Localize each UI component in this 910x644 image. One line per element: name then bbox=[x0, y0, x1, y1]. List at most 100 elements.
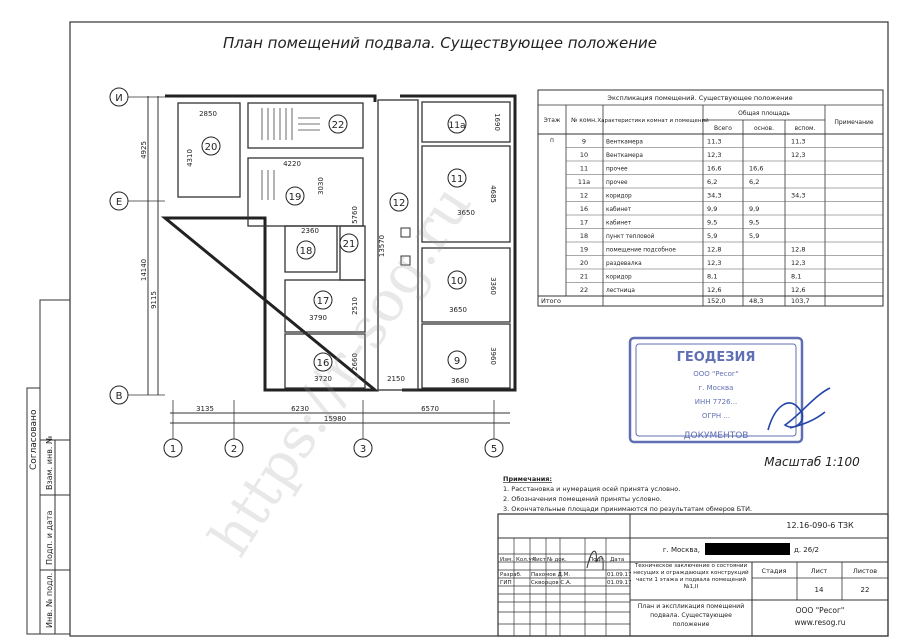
description: Техническое заключение о состоянии несущ… bbox=[633, 563, 749, 590]
company-website: www.resog.ru bbox=[794, 618, 845, 627]
side-label-sign: Подп. и дата bbox=[45, 510, 54, 565]
explication-cell-total: 9,9 bbox=[707, 205, 717, 213]
explication-cell-name: раздевалка bbox=[606, 261, 642, 267]
svg-text:3650: 3650 bbox=[449, 306, 467, 314]
drawing-name: План и экспликация помещений подвала. Су… bbox=[637, 603, 745, 628]
svg-text:3. Окончательные площади прини: 3. Окончательные площади принимаются по … bbox=[503, 505, 752, 513]
axis-Е: Е bbox=[109, 191, 129, 211]
svg-text:3030: 3030 bbox=[317, 177, 325, 195]
svg-text:19: 19 bbox=[289, 192, 302, 203]
svg-text:Лист: Лист bbox=[811, 567, 828, 575]
svg-text:22: 22 bbox=[332, 120, 345, 131]
axis-letters: 4925 14140 9115 И Е В bbox=[109, 87, 165, 405]
axis-И: И bbox=[109, 87, 129, 107]
svg-text:Всего: Всего bbox=[714, 125, 732, 132]
explication-cell-no: 19 bbox=[580, 246, 588, 254]
explication-cell-name: Венткамера bbox=[606, 140, 643, 146]
explication-cell-no: 12 bbox=[580, 192, 588, 200]
svg-text:ОГРН ...: ОГРН ... bbox=[702, 412, 730, 420]
signature bbox=[767, 387, 831, 431]
svg-text:5760: 5760 bbox=[351, 206, 359, 224]
svg-text:Кол.уч: Кол.уч bbox=[516, 557, 535, 563]
explication-cell-name: лестница bbox=[606, 288, 635, 294]
explication-cell-total: 11,3 bbox=[707, 138, 721, 146]
explication-cell-aux: 12,6 bbox=[791, 286, 805, 294]
svg-text:3360: 3360 bbox=[489, 277, 497, 295]
svg-text:Этаж: Этаж bbox=[544, 117, 561, 124]
side-stamp bbox=[26, 299, 71, 635]
explication-cell-main: 6,2 bbox=[749, 178, 759, 186]
explication-cell-name: пункт тепловой bbox=[606, 233, 655, 240]
svg-text:3135: 3135 bbox=[196, 405, 214, 413]
room-labels: 20 22 19 18 21 17 16 12 11а 11 10 9 bbox=[201, 114, 467, 372]
svg-text:Пахомов Д.М.: Пахомов Д.М. bbox=[531, 572, 570, 578]
svg-text:основ.: основ. bbox=[754, 125, 774, 132]
explication-cell-aux: 12,3 bbox=[791, 151, 805, 159]
svg-text:ГЕОДЕЗИЯ: ГЕОДЕЗИЯ bbox=[677, 350, 756, 365]
svg-text:Изм.: Изм. bbox=[500, 557, 513, 563]
svg-text:Скворцов С.А.: Скворцов С.А. bbox=[531, 580, 572, 586]
drawing-code: 12.16-090-6 ТЗК bbox=[786, 521, 854, 530]
svg-text:3680: 3680 bbox=[451, 377, 469, 385]
svg-text:152,0: 152,0 bbox=[707, 297, 726, 305]
explication-cell-name: кабинет bbox=[606, 221, 632, 227]
svg-text:01.09.17: 01.09.17 bbox=[607, 580, 632, 586]
svg-text:вспом.: вспом. bbox=[795, 125, 816, 132]
explication-cell-no: 16 bbox=[580, 205, 588, 213]
side-label-agreed: Согласовано bbox=[29, 409, 39, 470]
watermark: https://r-sog.ru bbox=[197, 174, 484, 567]
svg-text:16: 16 bbox=[317, 358, 330, 369]
explication-cell-name: коридор bbox=[606, 194, 632, 200]
svg-text:2510: 2510 bbox=[351, 297, 359, 315]
svg-text:ООО "Ресог": ООО "Ресог" bbox=[693, 370, 739, 378]
explication-cell-total: 12,3 bbox=[707, 151, 721, 159]
explication-cell-name: кабинет bbox=[606, 207, 632, 213]
room-16: 16 bbox=[313, 352, 333, 372]
svg-text:Лист: Лист bbox=[532, 557, 547, 563]
explication-cell-no: 22 bbox=[580, 286, 588, 294]
explication-cell-main: 5,9 bbox=[749, 232, 759, 240]
explication-cell-no: 9 bbox=[582, 138, 586, 146]
explication-cell-no: 10 bbox=[580, 151, 588, 159]
room-12: 12 bbox=[389, 192, 409, 212]
svg-text:11: 11 bbox=[451, 174, 464, 185]
svg-text:№ комн.: № комн. bbox=[571, 117, 597, 124]
svg-text:Примечания:: Примечания: bbox=[503, 475, 552, 483]
explication-cell-main: 9,9 bbox=[749, 205, 759, 213]
explication-cell-no: 17 bbox=[580, 219, 588, 227]
svg-text:48,3: 48,3 bbox=[749, 297, 763, 305]
room-11: 11 bbox=[447, 168, 467, 188]
explication-cell-name: коридор bbox=[606, 275, 632, 281]
svg-text:4220: 4220 bbox=[283, 160, 301, 168]
svg-text:Примечание: Примечание bbox=[834, 119, 873, 126]
svg-text:Е: Е bbox=[116, 197, 122, 208]
svg-text:3650: 3650 bbox=[457, 209, 475, 217]
side-label-replace: Взам. инв. № bbox=[45, 435, 54, 490]
svg-text:6570: 6570 bbox=[421, 405, 439, 413]
explication-cell-name: помещение подсобное bbox=[606, 248, 676, 254]
axis-3: 3 bbox=[353, 438, 373, 458]
svg-text:п: п bbox=[550, 137, 554, 144]
svg-text:ДОКУМЕНТОВ: ДОКУМЕНТОВ bbox=[684, 431, 749, 441]
explication-cell-aux: 12,3 bbox=[791, 259, 805, 267]
svg-text:3960: 3960 bbox=[489, 347, 497, 365]
room-19: 19 bbox=[285, 186, 305, 206]
explication-table: Экспликация помещений. Существующее поло… bbox=[537, 89, 884, 307]
address-suffix: д. 26/2 bbox=[794, 546, 819, 554]
svg-text:18: 18 bbox=[300, 246, 313, 257]
room-10: 10 bbox=[447, 270, 467, 290]
svg-text:ИНН 7726...: ИНН 7726... bbox=[695, 398, 737, 406]
svg-text:4925: 4925 bbox=[140, 141, 148, 159]
explication-cell-name: прочее bbox=[606, 167, 628, 173]
redacted-address bbox=[705, 543, 790, 555]
floor-plan bbox=[160, 94, 517, 392]
svg-text:2850: 2850 bbox=[199, 110, 217, 118]
explication-title: Экспликация помещений. Существующее поло… bbox=[607, 94, 792, 102]
svg-text:г. Москва: г. Москва bbox=[699, 384, 734, 392]
svg-text:И: И bbox=[115, 93, 122, 104]
svg-text:20: 20 bbox=[205, 142, 218, 153]
explication-cell-total: 5,9 bbox=[707, 232, 717, 240]
svg-text:2: 2 bbox=[231, 444, 237, 455]
explication-cell-aux: 8,1 bbox=[791, 273, 801, 281]
room-20: 20 bbox=[201, 136, 221, 156]
